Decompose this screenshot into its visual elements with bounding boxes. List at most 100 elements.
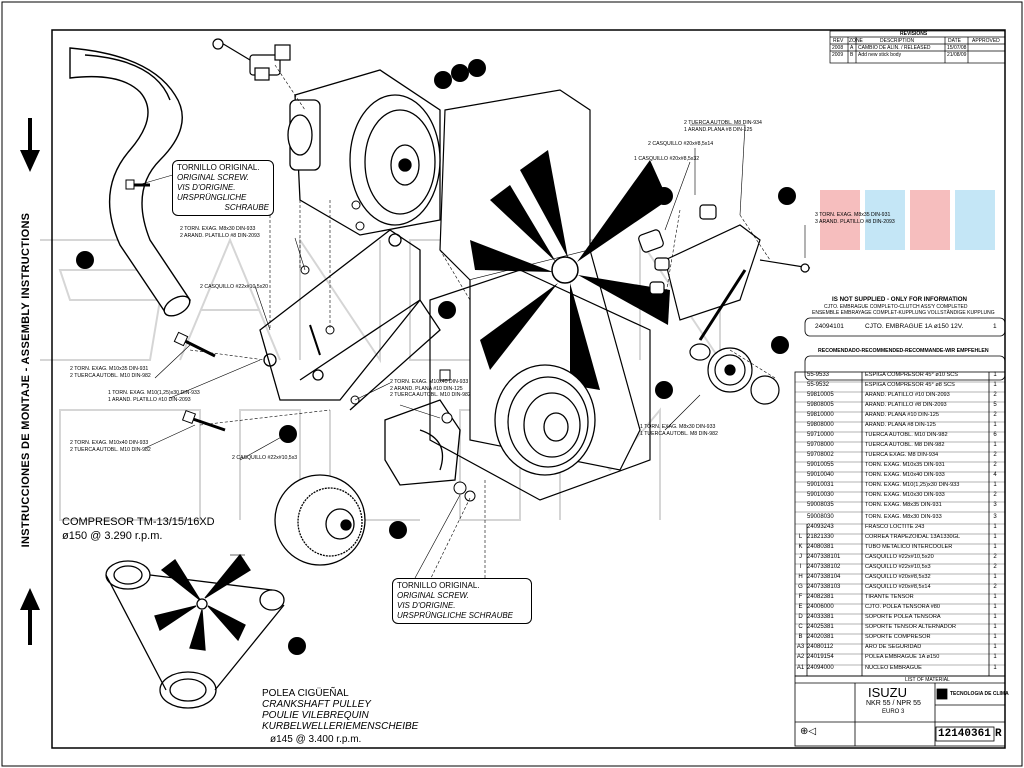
part-description: TUERCA AUTOBL. M8 DIN-982 (865, 442, 945, 448)
callout-line: 1 ARAND. PLATILLO #10 DIN-2093 (108, 396, 191, 403)
drawing-number: 12140361 (938, 728, 991, 740)
watermark-accent (820, 190, 995, 250)
part-code: K (798, 544, 803, 550)
part-code: F (798, 594, 803, 600)
part-number: 55-9533 (807, 372, 830, 378)
pulley-label-es: POLEA CIGÜEÑAL (262, 688, 349, 699)
callout-line: 2 TUERCA AUTOBL. M10 DIN-982 (390, 392, 471, 398)
part-code: I (799, 564, 802, 570)
part-code: E (798, 604, 803, 610)
callout-line: 2 TORN. EXAG. M10x35 DIN-931 (70, 366, 149, 372)
part-description: TORN. EXAG. M10x30 DIN-933 (865, 492, 945, 498)
part-code: G (798, 584, 803, 590)
part-description: SOPORTE POLEA TENSORA (865, 614, 941, 620)
part-description: ARAND. PLANA #10 DIN-125 (865, 412, 939, 418)
part-number: 2407338101 (807, 554, 841, 560)
part-quantity: 1 (993, 524, 997, 530)
part-description: TUBO METALICO INTERCOOLER (865, 544, 953, 550)
part-description: CJTO. POLEA TENSORA #80 (865, 604, 941, 610)
part-code: A1 (796, 665, 805, 671)
part-description: TIRANTE TENSOR (865, 594, 914, 600)
part-description: ESPIGA COMPRESOR 45° ø10 SCS (865, 372, 959, 378)
part-description: ARAND. PLATILLO #8 DIN-2093 (865, 402, 947, 408)
alternator (274, 474, 366, 566)
part-quantity: 1 (993, 654, 997, 660)
pulley-label-en: CRANKSHAFT PULLEY (262, 699, 371, 710)
part-quantity: 1 (993, 534, 997, 540)
callout-line: 2 TORN. EXAG. M10x40 DIN-933 (70, 440, 149, 446)
part-quantity: 1 (993, 665, 997, 671)
part-description: CASQUILLO #22x#10,5x3 (865, 564, 931, 570)
part-number: 59710000 (807, 432, 834, 438)
part-code: A2 (796, 654, 805, 660)
rev-row-2-date: 21/08/09 (947, 52, 967, 58)
callout-line: 2 ARAND. PLATILLO #8 DIN-2093 (180, 232, 260, 239)
callout-bushing-20: 2 CASQUILLO #22x#10,5x20 (200, 284, 268, 291)
callout-m8x35-bolts: 3 TORN. EXAG. M8x35 DIN-931 3 ARAND. PLA… (815, 212, 895, 225)
part-quantity: 1 (993, 372, 997, 378)
part-number: 59708000 (807, 442, 834, 448)
part-code: D (798, 614, 803, 620)
part-number: 59010030 (807, 492, 834, 498)
brand-name: ISUZU (868, 685, 907, 700)
part-description: CASQUILLO #20x#8,5x14 (865, 584, 931, 590)
part-quantity: 1 (993, 422, 997, 428)
parts-table-row: 55-9533 ESPIGA COMPRESOR 45° ø10 SCS 1 (795, 372, 1005, 382)
rev-row-1-desc: CAMBIO DE ALIN. / RELEASED (858, 45, 931, 51)
part-quantity: 2 (993, 412, 997, 418)
part-quantity: 1 (993, 624, 997, 630)
part-quantity: 1 (993, 644, 997, 650)
part-number: 59808005 (807, 402, 834, 408)
part-code: C (798, 624, 803, 630)
part-code: L (798, 534, 803, 540)
part-code: A3 (796, 644, 805, 650)
part-description: SOPORTE TENSOR ALTERNADOR (865, 624, 957, 630)
part-description: SOPORTE COMPRESOR (865, 634, 931, 640)
not-supplied-title: IS NOT SUPPLIED - ONLY FOR INFORMATION (832, 296, 967, 303)
callout-line: 1 CASQUILLO #20x#8,5x32 (634, 156, 700, 162)
part-number: 24006000 (807, 604, 834, 610)
part-description: ARO DE SEGURIDAD (865, 644, 922, 650)
callout-line: 2 TUERCA AUTOBL. M8 DIN-934 (684, 120, 762, 126)
part-number: 24080112 (807, 644, 834, 650)
list-of-material-label: LIST OF MATERIAL (905, 677, 950, 683)
part-description: TORN. EXAG. M10x40 DIN-933 (865, 472, 945, 478)
rev-row-1-rev: 2008 (832, 45, 844, 51)
part-description: TORN. EXAG. M8x35 DIN-931 (865, 502, 942, 508)
assembly-guide-lines (189, 64, 776, 581)
part-number: 24033381 (807, 614, 834, 620)
callout-line: 2 CASQUILLO #20x#8,5x14 (648, 141, 714, 147)
callout-line: 2 CASQUILLO #22x#10,5x20 (200, 284, 269, 290)
revision-block (829, 30, 1006, 64)
drawing-revision: R (995, 728, 1002, 740)
rev-row-1-date: 15/07/08 (947, 45, 967, 51)
note-line: ORIGINAL SCREW. (177, 173, 250, 182)
arrow-up-icon (20, 588, 40, 645)
part-number: 59008035 (807, 502, 834, 508)
part-number: 59810005 (807, 392, 834, 398)
vehicle-model: NKR 55 / NPR 55 (866, 700, 921, 707)
pulley-spec: ø145 @ 3.400 r.p.m. (270, 734, 362, 745)
part-number: 24019154 (807, 654, 834, 660)
note-line: VIS D'ORIGINE. (397, 601, 456, 610)
part-description: FRASCO LOCTITE 243 (865, 524, 925, 530)
callout-line: 2 TORN. EXAG. M10x40 DIN-933 (390, 379, 469, 385)
callout-bushing-3: 2 CASQUILLO #22x#10,5x3 (232, 455, 297, 462)
